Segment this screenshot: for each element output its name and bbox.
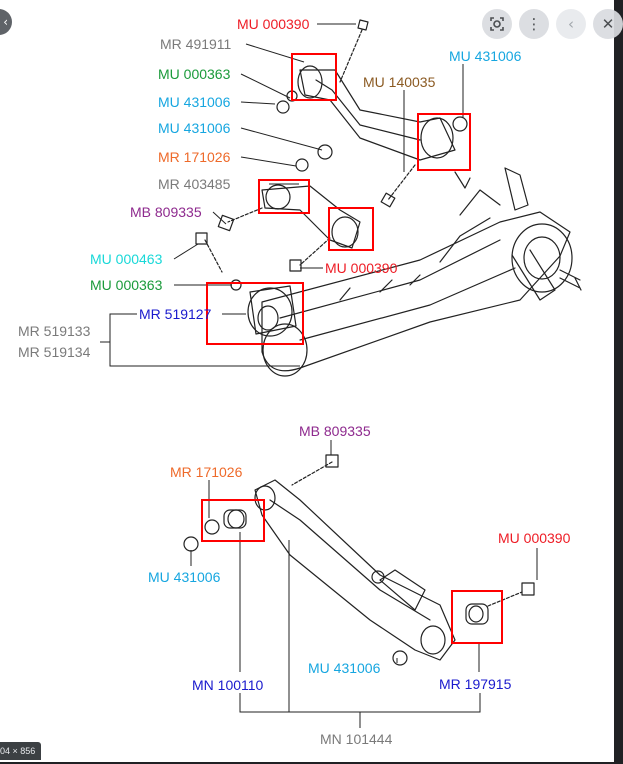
- label-mr-519133: MR 519133: [18, 323, 91, 339]
- highlight-box-lower-left: [201, 499, 265, 542]
- highlight-box-middle-arm-rear: [328, 207, 374, 251]
- label-mr-197915: MR 197915: [439, 676, 512, 692]
- label-mu-140035: MU 140035: [363, 74, 436, 90]
- image-dimensions-badge: 04 × 856: [0, 742, 42, 760]
- lens-glyph: [490, 17, 504, 31]
- label-mu-000390-top: MU 000390: [237, 16, 310, 32]
- highlight-boxes: [201, 53, 503, 644]
- upper-bolts: [195, 19, 471, 291]
- highlight-box-upper-arm-front: [291, 53, 337, 101]
- lateral-arm: [254, 479, 456, 661]
- lens-icon[interactable]: [482, 9, 512, 39]
- close-icon[interactable]: ✕: [593, 9, 623, 39]
- hub-assembly: [511, 223, 582, 301]
- label-mr-491911: MR 491911: [160, 36, 232, 52]
- label-mb-809335-top: MB 809335: [130, 204, 202, 220]
- lower-bolts-and-bushings: [183, 454, 535, 666]
- label-mr-171026-bottom: MR 171026: [170, 464, 243, 480]
- upper-labels: MU 000390 MR 491911 MU 000363 MU 431006 …: [18, 16, 522, 360]
- label-mu-000390-mid: MU 000390: [325, 260, 398, 276]
- large-bushing: [247, 285, 297, 337]
- label-mu-431006-top-right: MU 431006: [449, 48, 522, 64]
- label-mu-431006-a: MU 431006: [158, 94, 231, 110]
- label-mr-403485: MR 403485: [158, 176, 231, 192]
- label-mr-171026-top: MR 171026: [158, 149, 231, 165]
- prev-panel-icon[interactable]: ‹: [0, 9, 12, 35]
- label-mu-000363-bottom: MU 000363: [90, 277, 163, 293]
- middle-link-arm: [261, 184, 361, 249]
- more-vertical-icon[interactable]: ⋮: [519, 9, 549, 39]
- label-mu-431006-b: MU 431006: [158, 120, 231, 136]
- label-mr-519127: MR 519127: [139, 306, 212, 322]
- highlight-box-middle-arm-front: [258, 179, 310, 214]
- leader-lines: [100, 23, 538, 728]
- highlight-box-lower-right: [451, 590, 503, 644]
- highlight-box-large-bushing: [206, 282, 304, 345]
- viewer-right-edge: [614, 0, 623, 764]
- label-mu-000363-top: MU 000363: [158, 66, 231, 82]
- label-mn-101444: MN 101444: [320, 731, 393, 747]
- label-mn-100110: MN 100110: [192, 677, 264, 693]
- trailing-arm: [261, 167, 571, 377]
- label-mu-431006-left: MU 431006: [148, 569, 221, 585]
- upper-control-arm: [297, 65, 456, 161]
- highlight-box-upper-arm-rear: [417, 113, 471, 171]
- label-mu-000463: MU 000463: [90, 251, 163, 267]
- lower-labels: MB 809335 MR 171026 MU 000390 MU 431006 …: [148, 423, 571, 747]
- chevron-left-icon[interactable]: ‹: [556, 9, 586, 39]
- label-mb-809335-bottom: MB 809335: [299, 423, 371, 439]
- viewer-bottom-edge: [0, 762, 623, 764]
- label-mr-519134: MR 519134: [18, 344, 91, 360]
- label-mu-431006-mid: MU 431006: [308, 660, 381, 676]
- label-mu-000390-bottom: MU 000390: [498, 530, 571, 546]
